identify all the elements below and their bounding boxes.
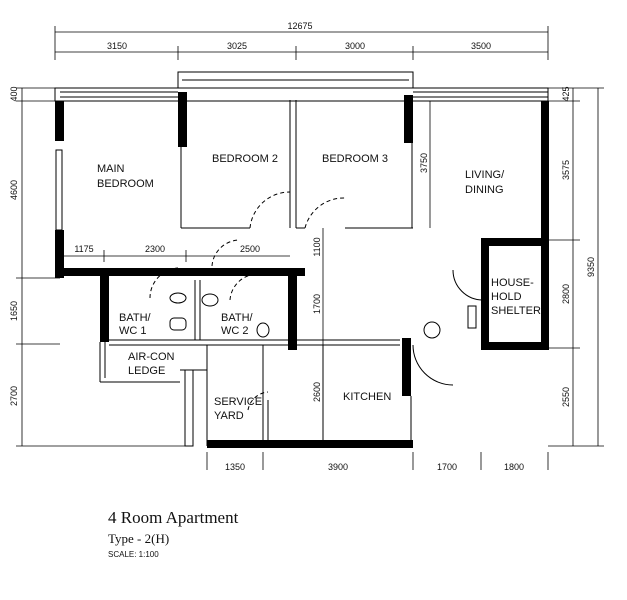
inner-dim-2300: 2300 bbox=[145, 244, 165, 254]
caption-title: 4 Room Apartment bbox=[108, 508, 239, 527]
bedroom2-label: BEDROOM 2 bbox=[212, 153, 278, 165]
bath1-label-2: WC 1 bbox=[119, 325, 147, 337]
bath2-label-1: BATH/ bbox=[221, 312, 254, 324]
main-bedroom-label-1: MAIN bbox=[97, 163, 125, 175]
inner-dim-1100: 1100 bbox=[312, 237, 322, 256]
aircon-label-2: LEDGE bbox=[128, 365, 165, 377]
bath-fixtures bbox=[169, 292, 477, 339]
bottom-dim-1: 1350 bbox=[225, 462, 245, 470]
bottom-dim-3: 1700 bbox=[437, 462, 457, 470]
bath1-label-1: BATH/ bbox=[119, 312, 152, 324]
inner-dim-3750: 3750 bbox=[419, 153, 429, 173]
floor-plan: 12675 3150 3025 3000 3500 400 4600 1650 … bbox=[9, 21, 604, 470]
bath2-label-2: WC 2 bbox=[221, 325, 249, 337]
right-overall-dim: 9350 bbox=[586, 257, 596, 277]
inner-dim-2600: 2600 bbox=[312, 382, 322, 402]
top-dim-1: 3150 bbox=[107, 41, 127, 51]
plan-caption: 4 Room Apartment Type - 2(H) SCALE: 1:10… bbox=[108, 508, 238, 559]
top-dim-3: 3000 bbox=[345, 41, 365, 51]
bottom-dim-4: 1800 bbox=[504, 462, 524, 470]
left-dim-3: 1650 bbox=[9, 301, 19, 321]
living-label-1: LIVING/ bbox=[465, 169, 505, 181]
main-bedroom-label-2: BEDROOM bbox=[97, 178, 154, 190]
left-dim-1: 400 bbox=[9, 86, 19, 101]
caption-type: Type - 2(H) bbox=[108, 531, 170, 546]
left-dim-2: 4600 bbox=[9, 180, 19, 200]
inner-dim-2500: 2500 bbox=[240, 244, 260, 254]
aircon-label-1: AIR-CON bbox=[128, 351, 175, 363]
right-dimensions: 425 3575 2800 2550 9350 bbox=[548, 86, 604, 447]
top-windows bbox=[54, 71, 549, 102]
left-dim-4: 2700 bbox=[9, 386, 19, 406]
inner-dim-1175: 1175 bbox=[74, 244, 93, 254]
inner-dim-1700: 1700 bbox=[312, 294, 322, 314]
bottom-dimensions: 1350 3900 1700 1800 bbox=[206, 452, 549, 470]
inner-dimensions: 1175 2300 2500 3750 1100 1700 2600 bbox=[64, 101, 431, 402]
room-labels: MAIN BEDROOM BEDROOM 2 BEDROOM 3 LIVING/… bbox=[97, 153, 541, 422]
overall-width-dim: 12675 bbox=[287, 21, 312, 31]
walls bbox=[55, 92, 549, 448]
left-dimensions: 400 4600 1650 2700 bbox=[9, 86, 185, 447]
right-dim-1: 425 bbox=[561, 86, 571, 101]
service-label-2: YARD bbox=[214, 410, 244, 422]
service-label-1: SERVICE bbox=[214, 396, 262, 408]
top-dim-4: 3500 bbox=[471, 41, 491, 51]
right-dim-2: 3575 bbox=[561, 160, 571, 180]
door-swings bbox=[149, 191, 484, 411]
caption-scale: SCALE: 1:100 bbox=[108, 550, 159, 559]
top-dimensions: 12675 3150 3025 3000 3500 bbox=[54, 21, 549, 60]
shelter-label-3: SHELTER bbox=[491, 305, 541, 317]
top-dim-2: 3025 bbox=[227, 41, 247, 51]
bedroom3-label: BEDROOM 3 bbox=[322, 153, 388, 165]
shelter-label-2: HOLD bbox=[491, 291, 522, 303]
right-dim-4: 2550 bbox=[561, 387, 571, 407]
living-label-2: DINING bbox=[465, 184, 504, 196]
bottom-dim-2: 3900 bbox=[328, 462, 348, 470]
kitchen-label: KITCHEN bbox=[343, 391, 391, 403]
shelter-label-1: HOUSE- bbox=[491, 277, 534, 289]
right-dim-3: 2800 bbox=[561, 284, 571, 304]
